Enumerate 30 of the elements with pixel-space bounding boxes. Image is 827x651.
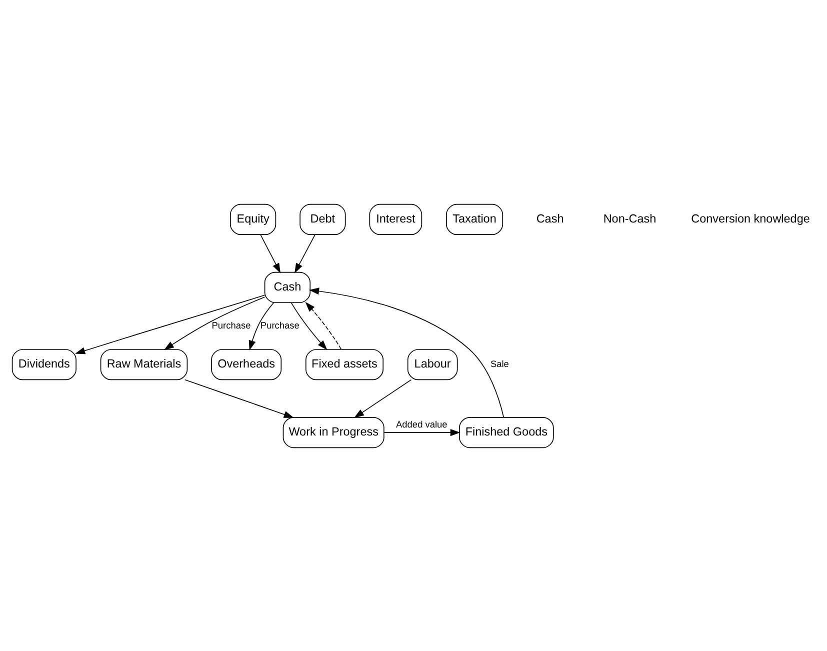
- label: Cash: [536, 212, 564, 226]
- node-box: Fixed assets: [306, 348, 384, 380]
- edge-label: Purchase: [260, 320, 300, 330]
- arrow: [354, 378, 412, 418]
- arrow: [184, 378, 294, 418]
- node-box: Labour: [407, 348, 458, 380]
- arrow: [248, 302, 274, 350]
- edge-label: Sale: [490, 358, 509, 368]
- node-box: Dividends: [12, 348, 76, 380]
- arrow: [290, 302, 328, 350]
- edge-label: Purchase: [212, 320, 251, 330]
- label: Non-Cash: [603, 212, 656, 226]
- node-box: Debt: [300, 203, 346, 234]
- node-box: Cash: [264, 271, 311, 302]
- arrow: [308, 287, 504, 418]
- node-box: Work in Progress: [282, 416, 384, 448]
- arrow: [260, 234, 281, 273]
- edge-label: Added value: [396, 418, 448, 429]
- arrow: [384, 428, 460, 436]
- arrow: [75, 294, 266, 354]
- node-box: Overheads: [211, 348, 282, 380]
- node-box: Interest: [369, 203, 422, 234]
- arrow: [294, 234, 316, 273]
- node-box: Raw Materials: [100, 348, 188, 380]
- node-box: Finished Goods: [459, 416, 554, 448]
- label: Conversion knowledge: [691, 212, 810, 226]
- arrow: [305, 301, 342, 350]
- node-box: Equity: [230, 203, 276, 234]
- node-box: Taxation: [446, 203, 504, 234]
- arrow: [164, 296, 265, 350]
